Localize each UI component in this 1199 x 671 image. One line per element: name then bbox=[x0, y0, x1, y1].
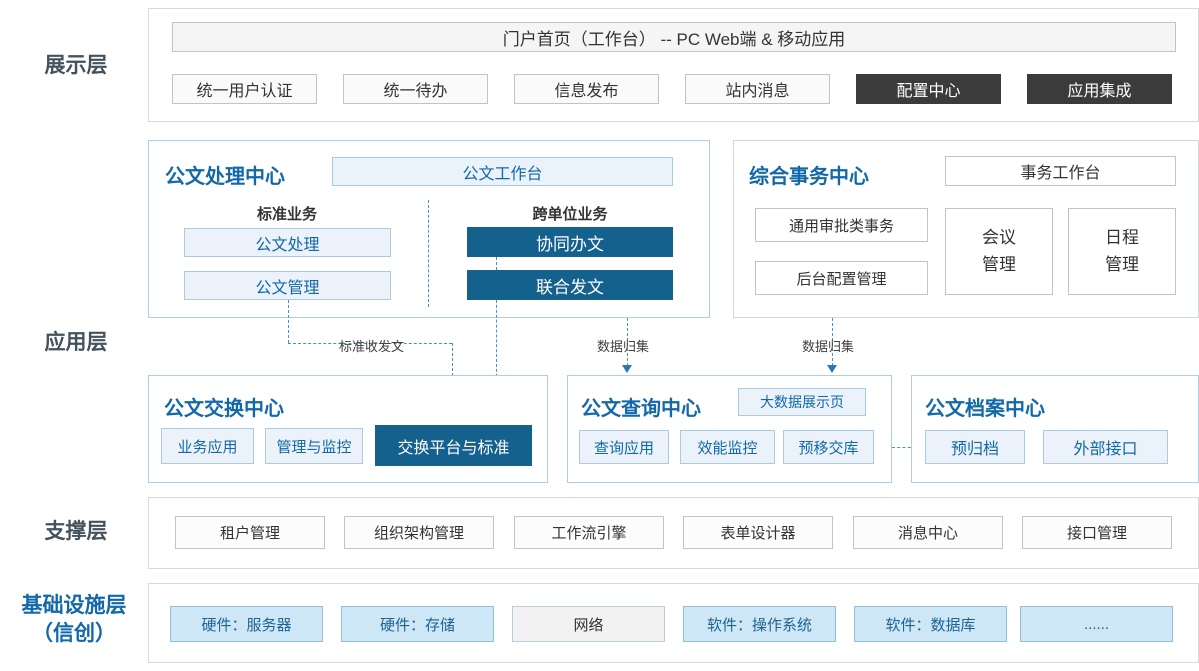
meeting-management-item: 会议管理 bbox=[945, 208, 1053, 295]
affairs-title: 综合事务中心 bbox=[749, 166, 869, 188]
doc-processing-title: 公文处理中心 bbox=[165, 166, 285, 188]
cross-unit-link-dashed-line-lower bbox=[496, 300, 497, 426]
display-item-site-message: 站内消息 bbox=[685, 74, 830, 104]
display-item-unified-auth: 统一用户认证 bbox=[172, 74, 317, 104]
manage-monitor-item: 管理与监控 bbox=[265, 428, 363, 464]
pre-transfer-to-archive-dashed-line bbox=[876, 447, 916, 448]
layer-label-infrastructure-line1: 基础设施层 bbox=[21, 594, 127, 617]
column-divider-dashed-line bbox=[428, 200, 429, 307]
software-os-item: 软件：操作系统 bbox=[683, 606, 836, 642]
layer-label-infrastructure: 基础设施层 （信创） bbox=[8, 592, 140, 648]
arrow-down-icon bbox=[827, 365, 837, 373]
workflow-engine-item: 工作流引擎 bbox=[514, 516, 664, 549]
display-item-config-center: 配置中心 bbox=[856, 74, 1001, 104]
standard-send-receive-label: 标准收发文 bbox=[339, 339, 405, 354]
display-item-info-publish: 信息发布 bbox=[514, 74, 659, 104]
doc-management-down-dashed-line bbox=[288, 300, 289, 343]
layer-label-support: 支撑层 bbox=[44, 520, 108, 543]
layer-label-application: 应用层 bbox=[44, 331, 108, 354]
pre-transfer-repo-item: 预移交库 bbox=[783, 430, 874, 464]
network-item: 网络 bbox=[512, 606, 665, 642]
data-collection-dashed-line-2 bbox=[832, 318, 833, 366]
exchange-platform-item: 交换平台与标准 bbox=[375, 425, 532, 466]
hardware-server-item: 硬件：服务器 bbox=[170, 606, 323, 642]
collaborative-doc-item: 协同办文 bbox=[467, 227, 673, 257]
query-title: 公文查询中心 bbox=[581, 398, 701, 420]
pre-archive-item: 预归档 bbox=[925, 430, 1025, 464]
arrow-down-icon bbox=[622, 365, 632, 373]
standard-send-receive-dashed-line bbox=[288, 343, 452, 344]
doc-management-item: 公文管理 bbox=[184, 271, 391, 300]
layer-label-display: 展示层 bbox=[44, 54, 108, 77]
schedule-management-label: 日程管理 bbox=[1105, 228, 1139, 274]
general-approval-item: 通用审批类事务 bbox=[755, 208, 928, 242]
big-data-display-badge: 大数据展示页 bbox=[738, 388, 866, 416]
portal-header: 门户首页（工作台） -- PC Web端 & 移动应用 bbox=[172, 22, 1176, 52]
form-designer-item: 表单设计器 bbox=[683, 516, 833, 549]
doc-handling-item: 公文处理 bbox=[184, 228, 391, 257]
org-structure-item: 组织架构管理 bbox=[344, 516, 494, 549]
archive-title: 公文档案中心 bbox=[925, 398, 1045, 420]
business-app-item: 业务应用 bbox=[161, 428, 254, 464]
display-item-unified-todo: 统一待办 bbox=[343, 74, 488, 104]
hardware-storage-item: 硬件：存储 bbox=[341, 606, 494, 642]
layer-label-infrastructure-line2: （信创） bbox=[32, 622, 116, 645]
external-interface-item: 外部接口 bbox=[1043, 430, 1168, 464]
query-app-item: 查询应用 bbox=[579, 430, 669, 464]
cross-unit-link-dashed-line-upper bbox=[496, 257, 497, 270]
cross-unit-business-label: 跨单位业务 bbox=[532, 206, 608, 223]
efficiency-monitor-item: 效能监控 bbox=[680, 430, 775, 464]
backend-config-item: 后台配置管理 bbox=[755, 261, 928, 295]
tenant-management-item: 租户管理 bbox=[175, 516, 325, 549]
display-item-app-integration: 应用集成 bbox=[1027, 74, 1172, 104]
standard-business-label: 标准业务 bbox=[256, 206, 317, 223]
meeting-management-label: 会议管理 bbox=[982, 228, 1016, 274]
data-collection-dashed-line-1 bbox=[627, 318, 628, 366]
software-database-item: 软件：数据库 bbox=[854, 606, 1007, 642]
interface-management-item: 接口管理 bbox=[1022, 516, 1172, 549]
doc-workbench: 公文工作台 bbox=[332, 157, 673, 186]
joint-issue-item: 联合发文 bbox=[467, 270, 673, 300]
schedule-management-item: 日程管理 bbox=[1068, 208, 1176, 295]
archive-center bbox=[911, 375, 1199, 483]
exchange-title: 公文交换中心 bbox=[164, 398, 284, 420]
data-collection-label-1: 数据归集 bbox=[597, 339, 650, 354]
affairs-workbench: 事务工作台 bbox=[945, 156, 1176, 186]
data-collection-label-2: 数据归集 bbox=[802, 339, 855, 354]
message-center-item: 消息中心 bbox=[853, 516, 1003, 549]
infrastructure-more-item: ...... bbox=[1020, 606, 1173, 642]
